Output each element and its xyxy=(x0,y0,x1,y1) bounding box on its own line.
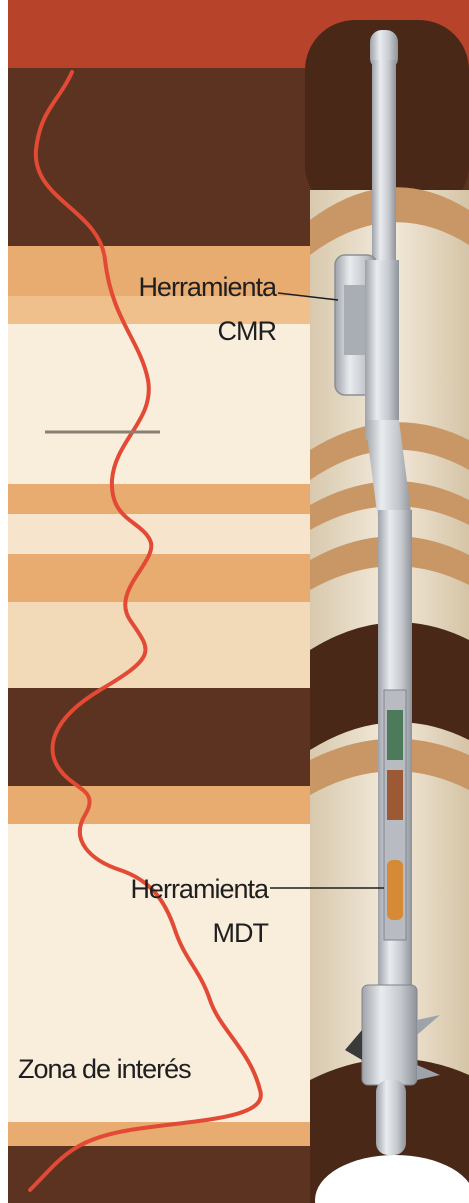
tool-upper-shaft xyxy=(372,60,396,260)
zone-of-interest-label: Zona de interés xyxy=(18,1054,191,1084)
mdt-label-line1: Herramienta xyxy=(130,874,270,904)
mdt-probe-orange xyxy=(387,860,403,920)
mdt-probe-green xyxy=(387,710,403,760)
left-border xyxy=(0,0,8,1203)
mdt-label-line2: MDT xyxy=(213,918,269,948)
tool-mid-shaft xyxy=(365,260,399,440)
tool-bottom-assembly xyxy=(362,985,417,1085)
mdt-probe-brown xyxy=(387,770,403,820)
cmr-label-line2: CMR xyxy=(218,316,277,346)
cmr-label-line1: Herramienta xyxy=(138,272,278,302)
tool-bottom-nose xyxy=(376,1080,406,1155)
cmr-pad-window xyxy=(344,285,368,355)
